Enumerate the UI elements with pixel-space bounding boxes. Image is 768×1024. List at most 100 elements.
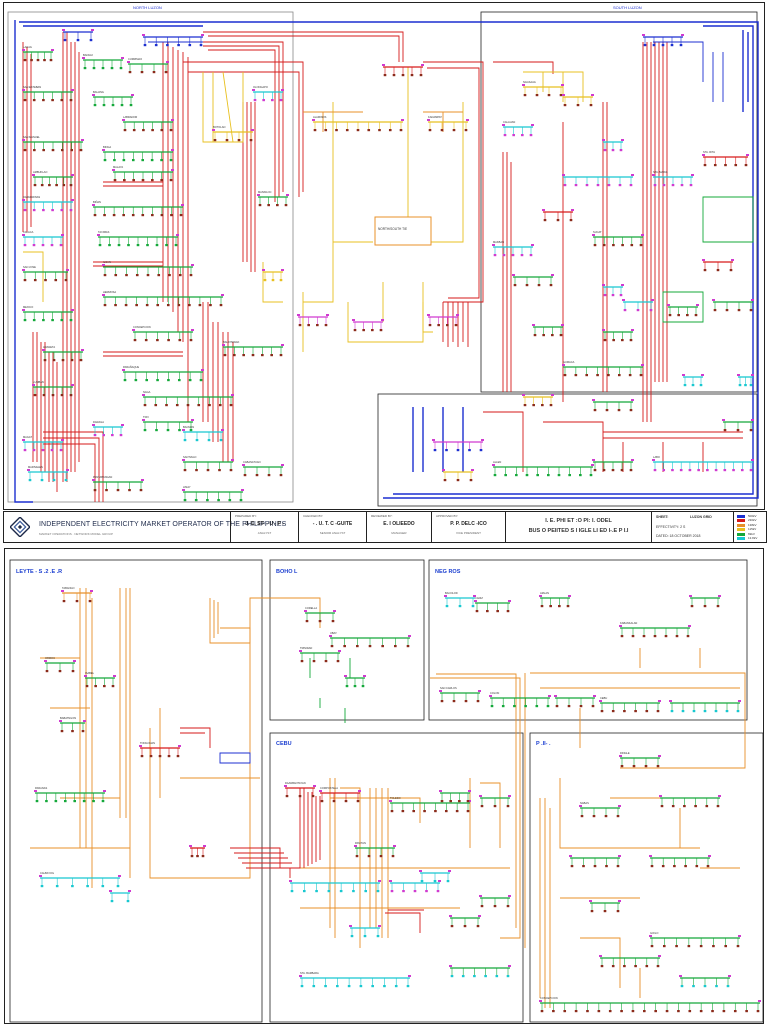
substation-bus [262, 269, 284, 282]
node-label: BALINTAWAK [223, 340, 240, 344]
substation-bus [592, 459, 634, 472]
vis-node-label: AMLAN [540, 591, 549, 595]
south-region-label: SOUTH LUZON [613, 5, 642, 10]
substation-bus [142, 419, 194, 432]
vis-node-label: SAN CARLOS [440, 686, 457, 690]
substation-bus [427, 314, 459, 327]
vis-node-label: ILOILO [650, 931, 658, 935]
vis-substation-bus [649, 855, 711, 868]
prepared-caption: PREPARED BY: [235, 514, 257, 518]
line-11 [603, 431, 743, 472]
vis-line-13 [219, 752, 251, 764]
node-label: ILIJAN [103, 260, 111, 264]
node-label: OLONGAPO [253, 85, 268, 89]
vis-line-14 [309, 658, 351, 723]
substation-bus [297, 314, 329, 327]
substation-bus [142, 394, 234, 407]
substation-bus [92, 424, 124, 437]
node-label: BOTOLAN [213, 125, 225, 129]
substation-bus [532, 324, 564, 337]
line-17 [303, 67, 464, 343]
vis-substation-bus [479, 795, 511, 808]
vis-substation-bus [84, 675, 116, 688]
substation-bus [562, 364, 644, 377]
substation-bus [22, 49, 54, 62]
vis-substation-bus [589, 900, 621, 913]
vis-node-label: CALBAYOG [40, 871, 54, 875]
substation-bus [182, 429, 224, 442]
vis-substation-bus [474, 600, 511, 613]
node-label: MALAYA [113, 165, 123, 169]
substation-bus [182, 459, 234, 472]
node-label: PANTABANGAN [93, 475, 112, 479]
node-label: MAKBAN [493, 240, 504, 244]
legend-swatch [737, 519, 745, 523]
substation-bus [142, 34, 204, 47]
substation-bus [592, 234, 644, 247]
vis-substation-bus [389, 880, 441, 893]
substation-bus [32, 174, 74, 187]
vis-substation-bus [354, 845, 396, 858]
substation-bus [502, 124, 534, 137]
node-label: LAOAG [23, 45, 32, 49]
vis-substation-bus [449, 915, 481, 928]
node-label: SANTIAGO [183, 455, 196, 459]
substation-bus [642, 34, 684, 47]
vis-substation-bus [139, 745, 181, 758]
legend-label: 500kV [748, 514, 757, 518]
vis-substation-bus [489, 695, 551, 708]
line-15 [32, 332, 58, 492]
node-label: MASINLOC [258, 190, 272, 194]
center-tie-box [374, 216, 432, 246]
vis-substation-bus [479, 895, 511, 908]
vis-substation-bus [44, 660, 76, 673]
node-label: CALAUAN [503, 120, 515, 124]
vis-substation-bus [299, 650, 341, 663]
vis-node-label: PARANAS [35, 786, 47, 790]
vis-node-label: TOLEDO [390, 796, 401, 800]
vis-substation-bus [619, 755, 661, 768]
substation-bus [312, 119, 404, 132]
vis-line-6 [329, 778, 389, 948]
substation-bus [522, 84, 564, 97]
drawing-title-cell: I. E. PHI ET :O PI: I. ODEL BUS O PEIITE… [505, 512, 651, 542]
substation-bus [97, 234, 179, 247]
substation-bus [92, 94, 134, 107]
prepared-by-cell: PREPARED BY: J. C. ST- - U - P - ANALYST [230, 512, 298, 542]
mindoro-outline [377, 393, 758, 507]
legend-swatch [737, 532, 745, 536]
vis-substation-bus [284, 785, 316, 798]
backbone-500kv [14, 20, 759, 503]
vis-substation-bus [61, 590, 93, 603]
vis-line-8 [539, 767, 720, 1008]
line-6 [203, 31, 404, 62]
line-14 [93, 181, 183, 357]
region-label-panay: P .II- . [536, 741, 551, 747]
vis-substation-bus [649, 935, 741, 948]
vis-substation-bus [539, 1000, 761, 1013]
line-12 [483, 411, 604, 472]
legend-label: 138kV [748, 522, 757, 527]
vis-node-label: CONCEPCION [540, 996, 558, 1000]
vis-substation-bus [439, 690, 481, 703]
substation-bus [122, 119, 174, 132]
node-label: MAGAT [23, 435, 32, 439]
vis-substation-bus [299, 975, 411, 988]
vis-substation-bus [449, 965, 511, 978]
vis-substation-bus [659, 795, 721, 808]
vis-node-label: STA. BARBARA [300, 971, 319, 975]
node-label: CABANATUAN [243, 460, 261, 464]
substation-bus [622, 299, 654, 312]
substation-bus [602, 284, 624, 297]
vis-node-label: CEBU [600, 696, 607, 700]
sheet-value: LUZON GRID [690, 515, 712, 519]
substation-bus [242, 464, 284, 477]
substation-bus [602, 139, 624, 152]
approved-caption: APPROVED BY: [436, 514, 459, 518]
legend-label: 115kV [748, 527, 757, 532]
node-label: SAN ESTEBAN [23, 85, 41, 89]
substation-bus [652, 459, 754, 472]
date-line: DATED: 18 OCTOBER 2018 [656, 534, 701, 538]
node-label: ALAMINOS [313, 115, 327, 119]
node-label: SUCAT [593, 230, 602, 234]
